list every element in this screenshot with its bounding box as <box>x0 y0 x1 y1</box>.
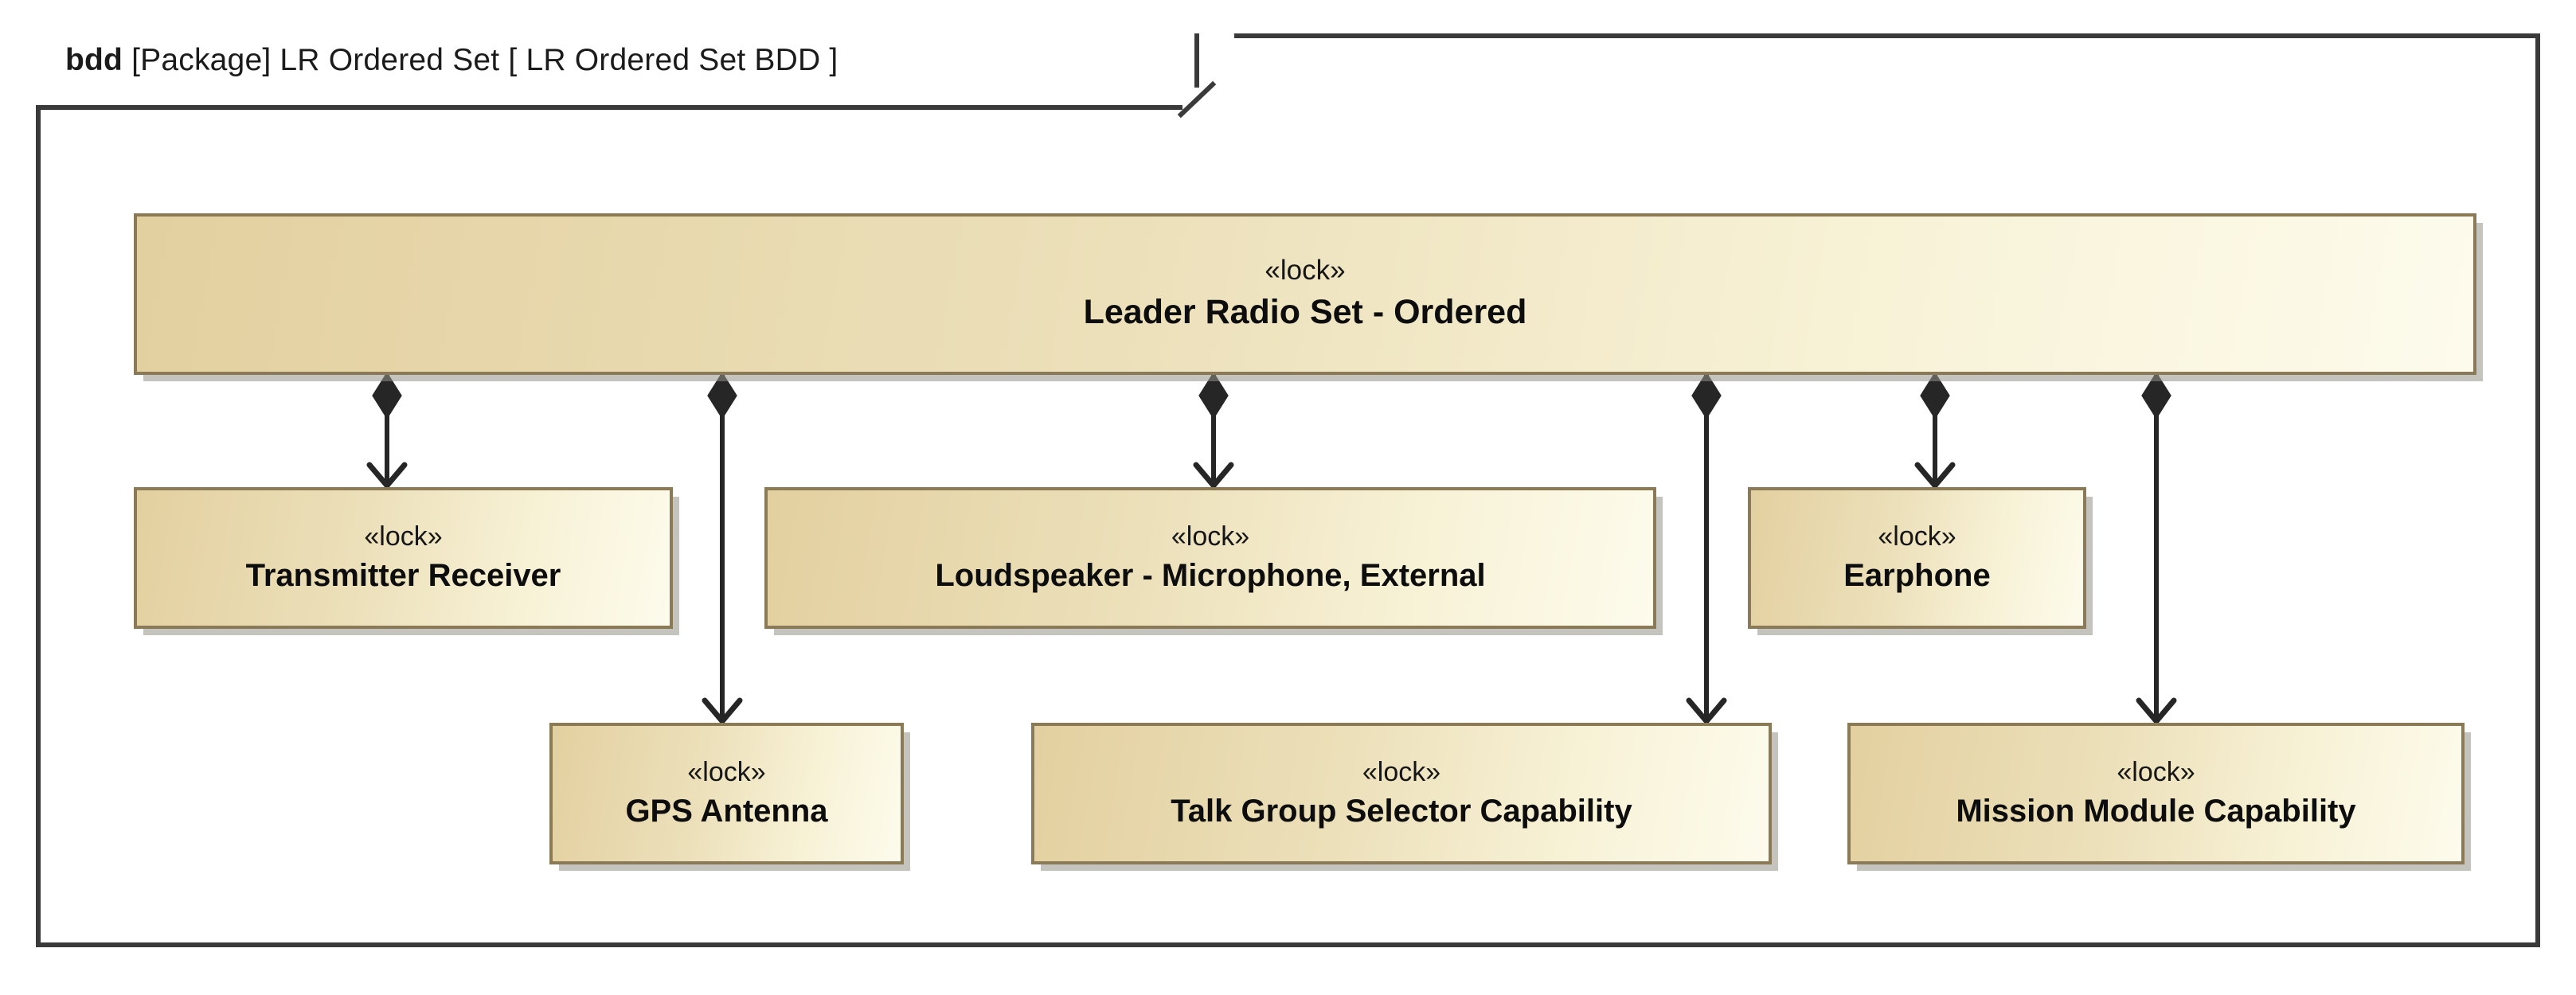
block-stereotype: «lock» <box>1265 255 1346 287</box>
diagram-scope: [Package] LR Ordered Set <box>131 43 500 77</box>
frame-tab-bottom-border <box>36 105 1182 110</box>
block-gps-antenna[interactable]: «lock» GPS Antenna <box>549 723 904 864</box>
block-mission-module-capability[interactable]: «lock» Mission Module Capability <box>1847 723 2465 864</box>
block-stereotype: «lock» <box>364 521 443 552</box>
block-stereotype: «lock» <box>2117 757 2195 788</box>
block-transmitter-receiver[interactable]: «lock» Transmitter Receiver <box>134 487 673 629</box>
diagram-keyword: bdd <box>65 43 123 77</box>
diagram-frame-tab <box>36 33 1234 110</box>
block-talk-group-selector-capability[interactable]: «lock» Talk Group Selector Capability <box>1031 723 1772 864</box>
frame-tab-corner-cut-icon <box>1177 80 1217 119</box>
block-name: Mission Module Capability <box>1956 793 2356 829</box>
diagram-header-label: bdd [Package] LR Ordered Set [ LR Ordere… <box>65 43 838 78</box>
block-name: Loudspeaker - Microphone, External <box>935 557 1486 593</box>
block-name: Talk Group Selector Capability <box>1171 793 1632 829</box>
diagram-name: [ LR Ordered Set BDD ] <box>508 43 838 77</box>
block-loudspeaker-microphone-external[interactable]: «lock» Loudspeaker - Microphone, Externa… <box>764 487 1656 629</box>
frame-tab-right-border <box>1194 33 1199 88</box>
block-name: GPS Antenna <box>625 793 828 829</box>
block-leader-radio-set-ordered[interactable]: «lock» Leader Radio Set - Ordered <box>134 213 2476 375</box>
block-stereotype: «lock» <box>1878 521 1956 552</box>
block-name: Earphone <box>1843 557 1991 593</box>
block-stereotype: «lock» <box>1362 757 1441 788</box>
block-name: Leader Radio Set - Ordered <box>1083 293 1527 332</box>
block-stereotype: «lock» <box>687 757 766 788</box>
block-name: Transmitter Receiver <box>245 557 561 593</box>
block-earphone[interactable]: «lock» Earphone <box>1748 487 2086 629</box>
block-stereotype: «lock» <box>1171 521 1250 552</box>
